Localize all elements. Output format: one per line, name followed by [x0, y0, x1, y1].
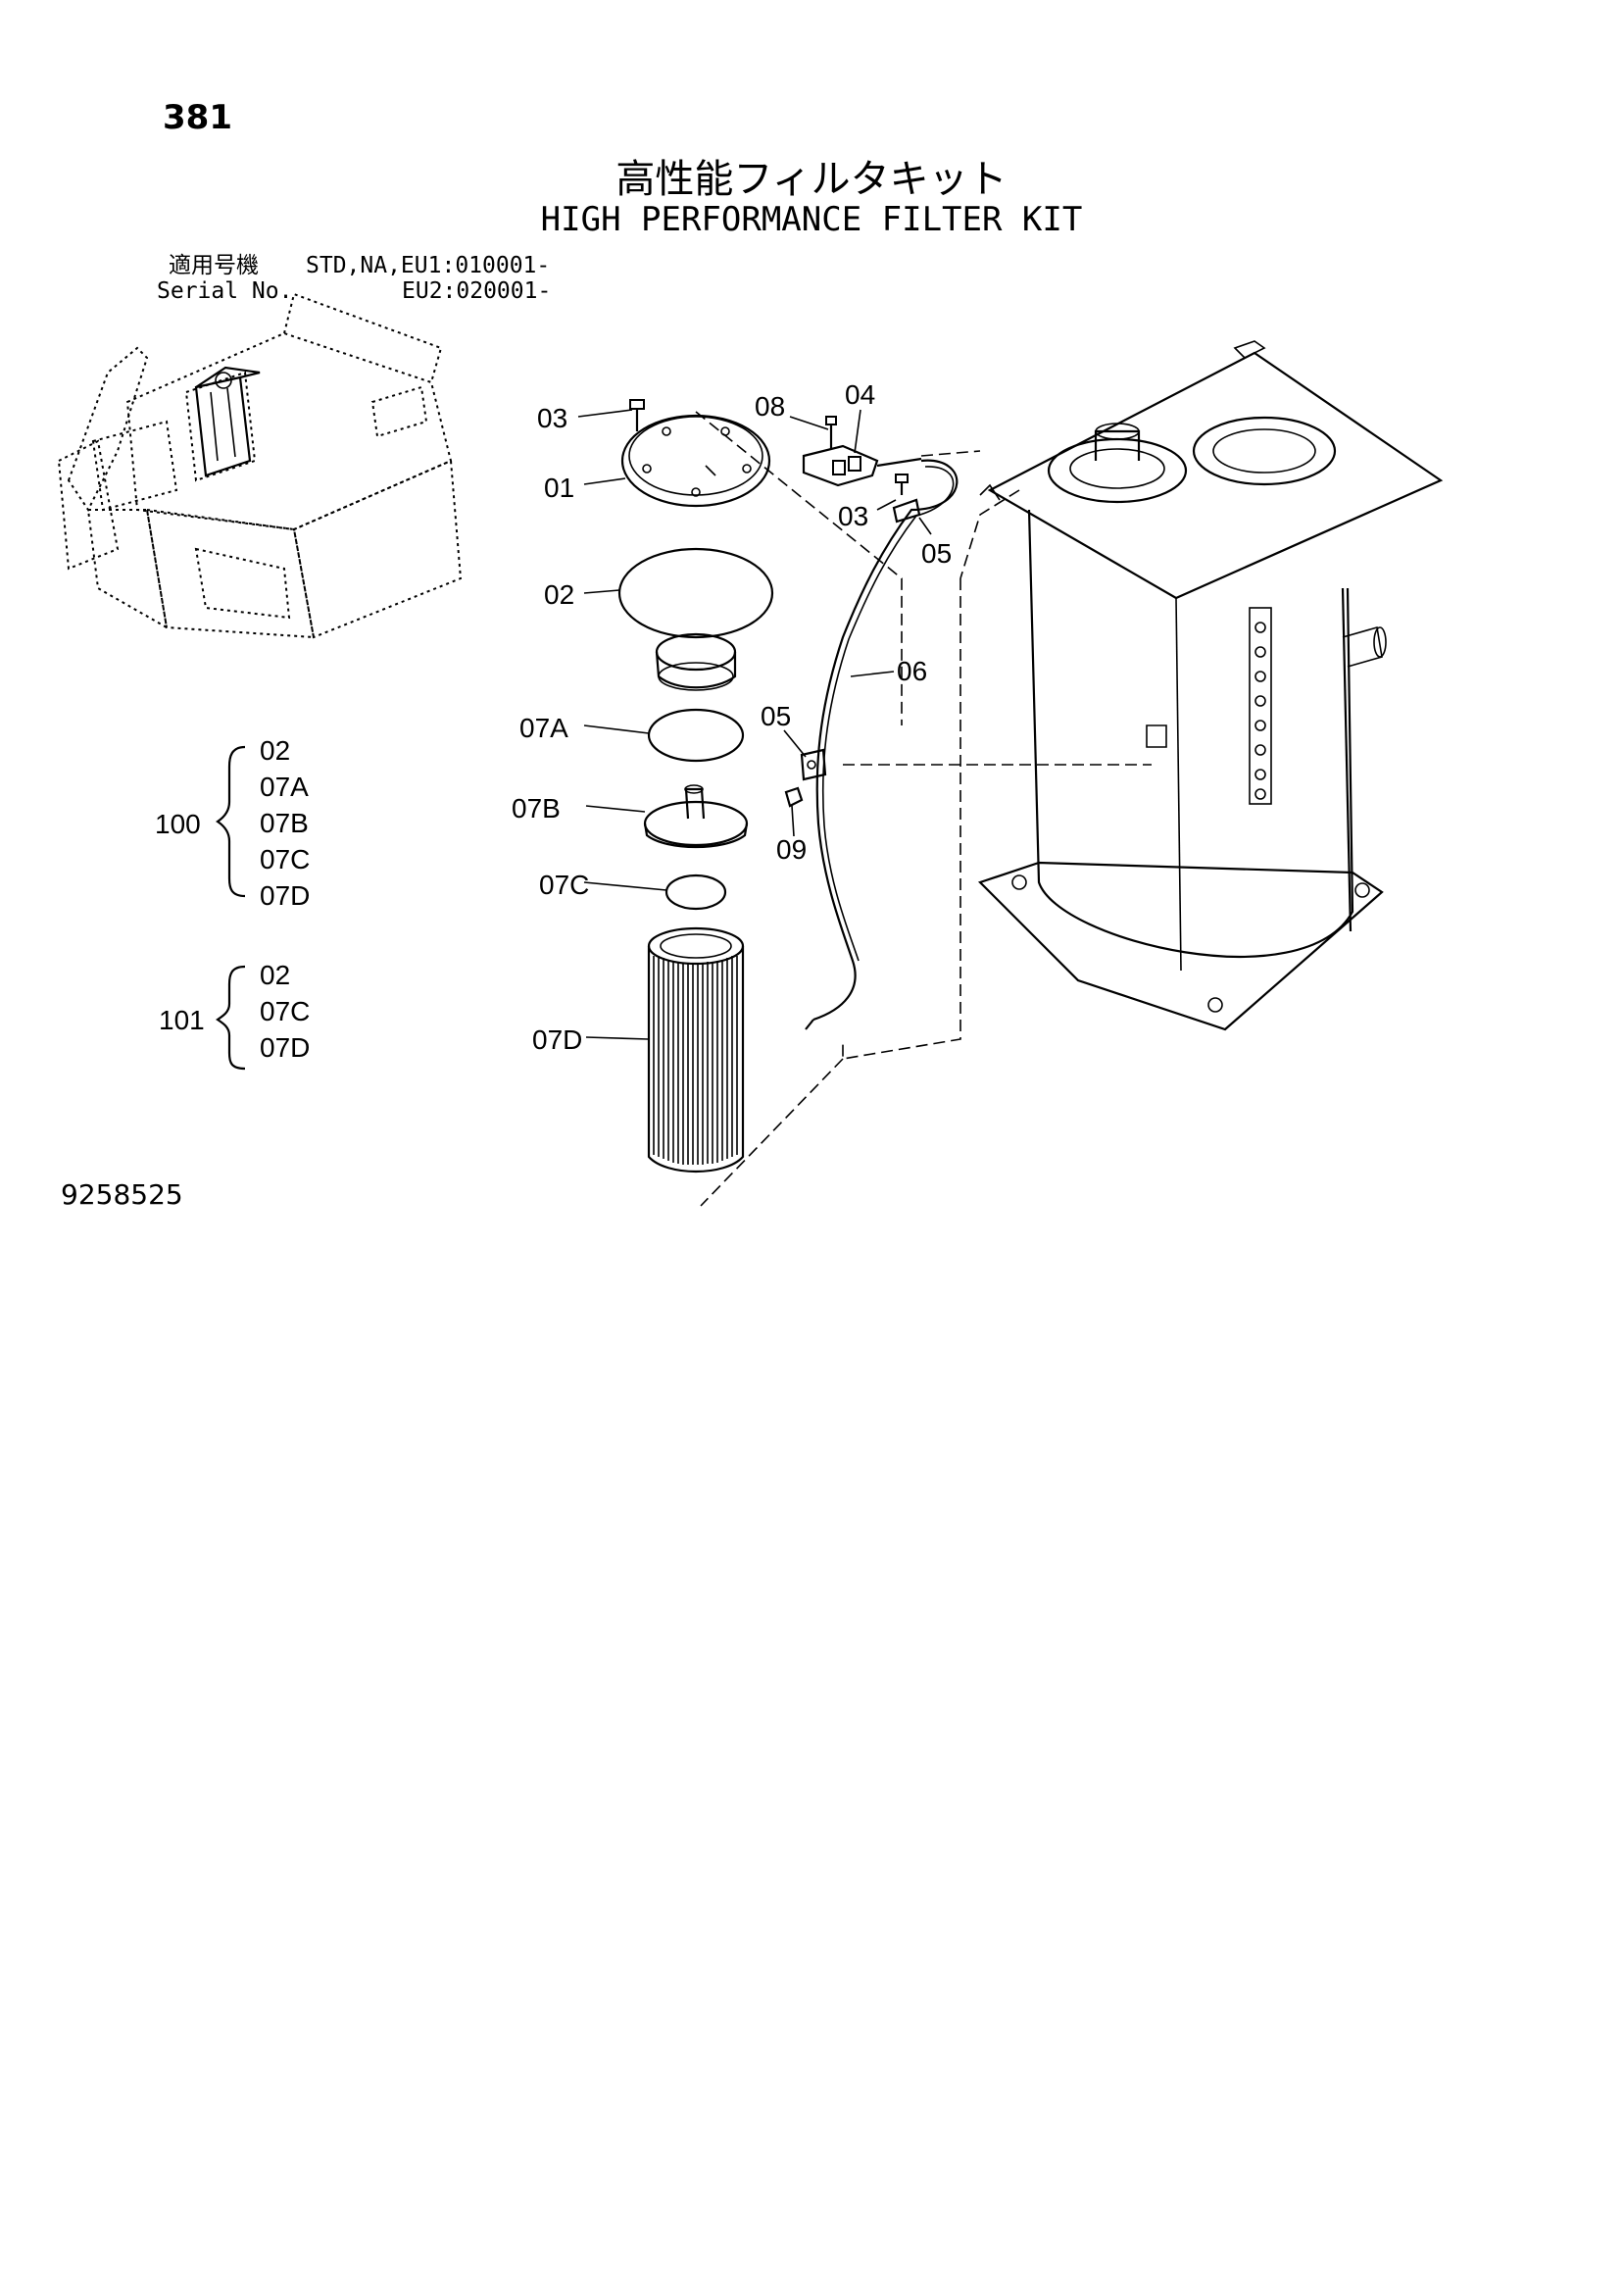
- kit-100-part: 07A: [260, 772, 309, 802]
- callout-02: 02: [544, 579, 574, 610]
- part-04-gauge: [802, 444, 922, 487]
- serial-range-2: EU2:020001-: [402, 278, 552, 304]
- part-03-screw: [895, 474, 909, 495]
- part-strainer-ring: [655, 632, 737, 691]
- kit-100-part: 07C: [260, 844, 310, 874]
- part-01-cover: [620, 414, 771, 508]
- part-05-clamp-upper: [892, 498, 921, 524]
- callout-05-upper: 05: [921, 538, 952, 569]
- kit-100-part: 02: [260, 735, 290, 766]
- part-03-bolt: [629, 399, 645, 431]
- part-09-nut: [784, 786, 804, 808]
- serial-label-japanese: 適用号機: [169, 253, 259, 278]
- serial-label-english: Serial No.: [157, 278, 293, 304]
- kit-100-number: 100: [155, 809, 201, 839]
- kit-100-part: 07B: [260, 808, 309, 838]
- hydraulic-tank: [977, 340, 1444, 1031]
- title-japanese: 高性能フィルタキット: [615, 157, 1008, 202]
- part-06-hose: [805, 459, 959, 1030]
- kit-101-part: 07C: [260, 996, 310, 1026]
- machine-overview-illustration: [57, 292, 463, 639]
- callout-04: 04: [845, 379, 875, 410]
- callout-09: 09: [776, 834, 807, 865]
- part-02-o-ring: [617, 547, 774, 639]
- part-08-sensor: [825, 416, 837, 449]
- part-07d-filter-element: [647, 926, 745, 1173]
- page-number: 381: [163, 98, 232, 137]
- part-07c-seal: [664, 873, 727, 911]
- callout-07b: 07B: [512, 793, 561, 824]
- callout-06: 06: [897, 656, 927, 686]
- kit-100-part: 07D: [260, 880, 310, 911]
- kit-brackets: [216, 745, 246, 1071]
- drawing-number: 9258525: [61, 1178, 183, 1211]
- title-english: HIGH PERFORMANCE FILTER KIT: [540, 200, 1083, 239]
- assembly-lines: [695, 411, 1152, 1207]
- callout-01: 01: [544, 473, 574, 503]
- callout-08: 08: [755, 391, 785, 422]
- callout-05-lower: 05: [761, 701, 791, 731]
- leader-lines: [577, 409, 932, 1040]
- kit-101-part: 02: [260, 960, 290, 990]
- callout-07c: 07C: [539, 870, 589, 900]
- part-07a-gasket: [647, 708, 745, 763]
- serial-range-1: STD,NA,EU1:010001-: [306, 253, 551, 278]
- part-05-clamp-lower: [800, 748, 827, 781]
- part-07b-valve: [643, 784, 749, 849]
- callout-07a: 07A: [519, 713, 568, 743]
- callout-03-upper: 03: [537, 403, 567, 433]
- callout-03-lower: 03: [838, 501, 868, 531]
- callout-07d: 07D: [532, 1024, 582, 1055]
- kit-101-part: 07D: [260, 1032, 310, 1063]
- kit-101-number: 101: [159, 1005, 205, 1035]
